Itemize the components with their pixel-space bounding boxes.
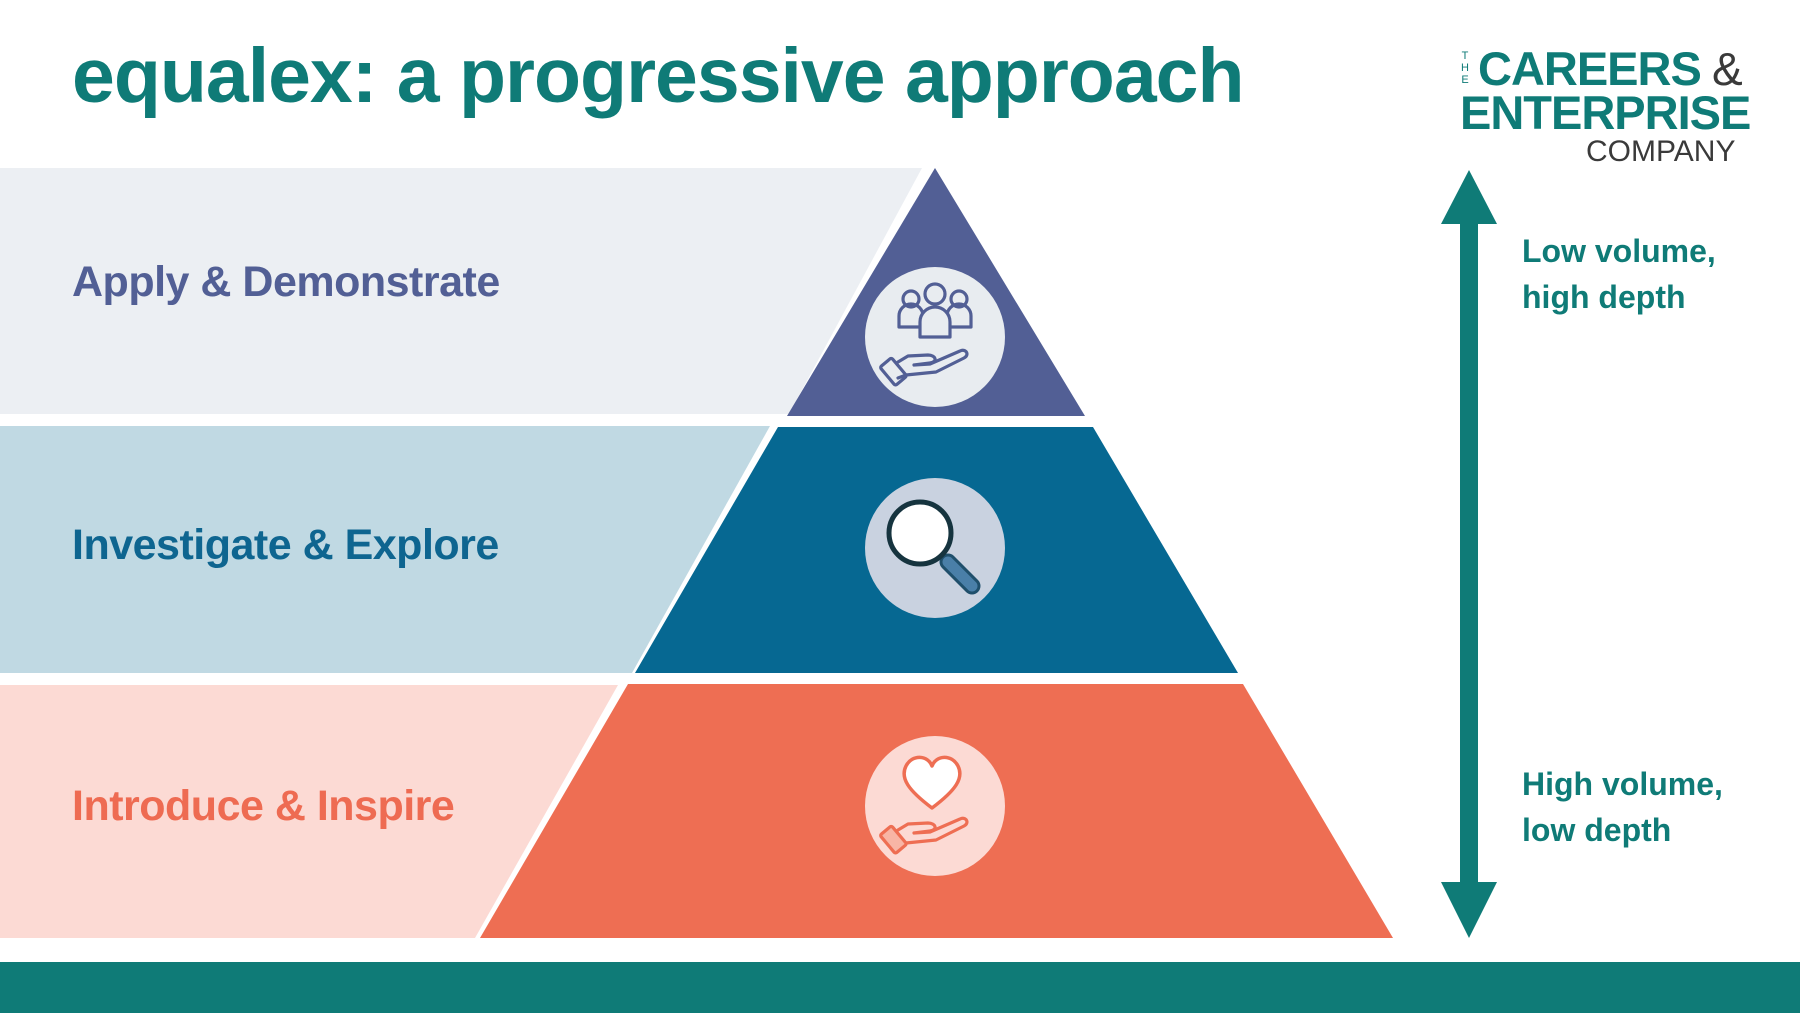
logo-the: THE xyxy=(1461,50,1469,86)
tier-label-investigate-explore: Investigate & Explore xyxy=(72,521,499,569)
band-introduce-inspire xyxy=(0,685,618,938)
band-apply-demonstrate xyxy=(0,168,922,414)
logo-enterprise: ENTERPRISE xyxy=(1460,86,1751,139)
logo-ampersand: & xyxy=(1712,43,1743,95)
axis-note-low-volume: Low volume, high depth xyxy=(1522,233,1716,315)
footer-bar xyxy=(0,962,1800,1013)
pyramid-diagram xyxy=(0,168,1497,938)
magnifying-glass-icon xyxy=(865,478,1005,618)
people-in-hand-icon xyxy=(865,267,1005,407)
axis-note-high-volume: High volume, low depth xyxy=(1522,766,1723,848)
band-investigate-explore xyxy=(0,426,770,673)
page-title: equalex: a progressive approach xyxy=(72,33,1245,119)
volume-depth-axis-arrow xyxy=(1441,170,1497,938)
tier-label-apply-demonstrate: Apply & Demonstrate xyxy=(72,258,500,306)
careers-enterprise-logo: THE CAREERS & ENTERPRISE COMPANY xyxy=(1456,44,1756,169)
tier-label-introduce-inspire: Introduce & Inspire xyxy=(72,782,455,830)
heart-in-hand-icon xyxy=(865,736,1005,876)
logo-careers: CAREERS xyxy=(1478,42,1702,95)
logo-company: COMPANY xyxy=(1586,135,1736,168)
